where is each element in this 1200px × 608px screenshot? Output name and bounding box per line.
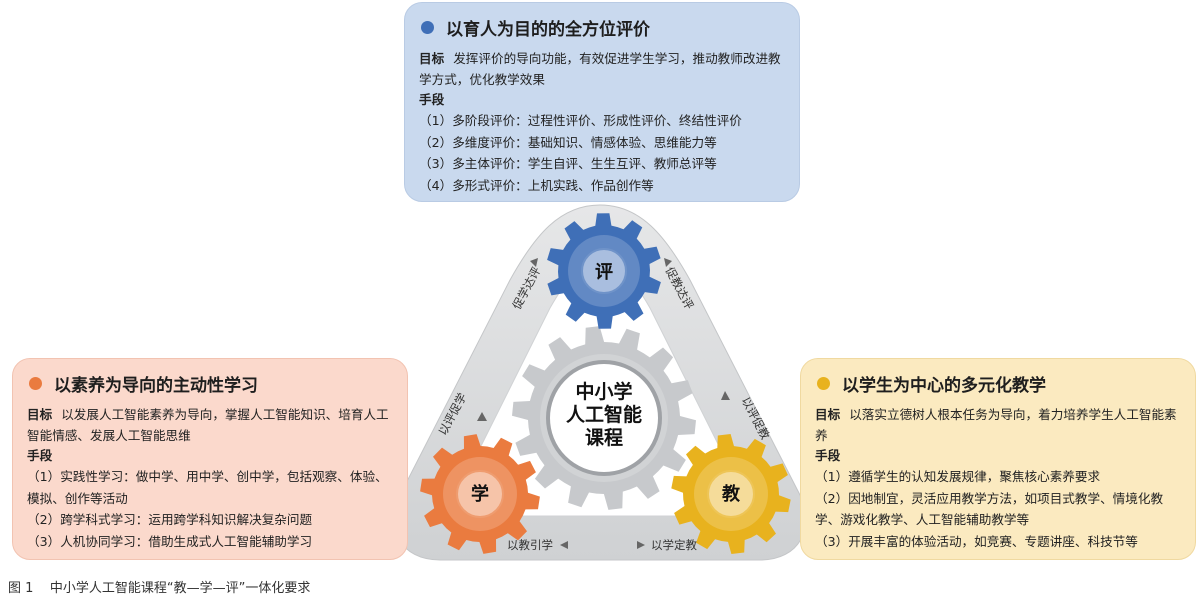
teaching-goal: 目标以落实立德树人根本任务为导向，着力培养学生人工智能素养	[815, 404, 1181, 446]
gear-label-learn: 学	[471, 483, 489, 505]
arrow-mark-right	[721, 391, 730, 400]
arrow-mark-left-upper	[530, 258, 538, 267]
goal-text: 以发展人工智能素养为导向，掌握人工智能知识、培育人工智能情感、发展人工智能思维	[27, 407, 389, 443]
list-item: （1）遵循学生的认知发展规律，聚焦核心素养要求	[815, 469, 1101, 484]
goal-label: 目标	[419, 51, 445, 66]
center-gear	[512, 326, 696, 510]
arrow-mark-bottom-left	[560, 541, 568, 549]
center-line-3: 课程	[585, 427, 623, 449]
list-item: （3）多主体评价：学生自评、生生互评、教师总评等	[419, 156, 717, 171]
arrow-mark-bottom-right	[637, 541, 645, 549]
goal-text: 发挥评价的导向功能，有效促进学生学习，推动教师改进教学方式，优化教学效果	[419, 51, 781, 87]
list-item: （3）开展丰富的体验活动，如竞赛、专题讲座、科技节等	[815, 533, 1138, 549]
bullet-dot-icon	[817, 377, 830, 390]
goal-label: 目标	[27, 407, 53, 422]
center-line-1: 中小学	[575, 380, 632, 403]
label-yixue-dingjiao: 以学定教	[651, 538, 697, 552]
means-label: 手段	[419, 92, 445, 107]
teaching-gear	[671, 434, 791, 554]
learning-gear-hub	[456, 470, 504, 518]
teaching-gear-hub	[707, 470, 755, 518]
goal-label: 目标	[815, 407, 841, 422]
list-item: （2）多维度评价：基础知识、情感体验、思维能力等	[419, 134, 717, 150]
list-item: （4）多形式评价：上机实践、作品创作等	[419, 177, 654, 193]
gear-label-eval: 评	[595, 262, 613, 283]
evaluation-panel: 以育人为目的的全方位评价 目标发挥评价的导向功能，有效促进学生学习，推动教师改进…	[404, 2, 800, 202]
evaluation-panel-title: 以育人为目的的全方位评价	[446, 20, 650, 40]
arrow-mark-right-upper	[664, 258, 672, 267]
learning-panel-title: 以素养为导向的主动性学习	[54, 376, 258, 396]
gear-label-teach: 教	[722, 483, 741, 505]
bullet-dot-icon	[29, 377, 42, 390]
learning-goal: 目标以发展人工智能素养为导向，掌握人工智能知识、培育人工智能情感、发展人工智能思…	[27, 404, 393, 446]
evaluation-gear-hub	[581, 248, 627, 294]
list-item: （1）多阶段评价：过程性评价、形成性评价、终结性评价	[419, 113, 742, 128]
learning-gear	[420, 434, 540, 554]
means-label: 手段	[27, 448, 53, 463]
list-item: （2）因地制宜，灵活应用教学方法，如项目式教学、情境化教学、游戏化教学、人工智能…	[815, 490, 1164, 528]
center-line-2: 人工智能	[566, 403, 642, 426]
arrow-mark-left	[477, 412, 487, 421]
teaching-panel: 以学生为中心的多元化教学 目标以落实立德树人根本任务为导向，着力培养学生人工智能…	[800, 358, 1196, 560]
evaluation-goal: 目标发挥评价的导向功能，有效促进学生学习，推动教师改进教学方式，优化教学效果	[419, 48, 785, 90]
list-item: （3）人机协同学习：借助生成式人工智能辅助学习	[27, 533, 313, 549]
teaching-panel-title: 以学生为中心的多元化教学	[842, 376, 1046, 396]
center-gear-face	[546, 360, 662, 476]
bullet-dot-icon	[421, 21, 434, 34]
learning-panel: 以素养为导向的主动性学习 目标以发展人工智能素养为导向，掌握人工智能知识、培育人…	[12, 358, 408, 560]
list-item: （2）跨学科式学习：运用跨学科知识解决复杂问题	[27, 512, 313, 527]
figure-caption: 图 1 中小学人工智能课程“教—学—评”一体化要求	[8, 581, 311, 596]
list-item: （1）实践性学习：做中学、用中学、创中学，包括观察、体验、模拟、创作等活动	[27, 469, 388, 506]
means-label: 手段	[815, 448, 841, 463]
goal-text: 以落实立德树人根本任务为导向，着力培养学生人工智能素养	[815, 407, 1177, 443]
label-yijiao-yinxue: 以教引学	[507, 538, 553, 552]
evaluation-gear	[547, 213, 661, 329]
